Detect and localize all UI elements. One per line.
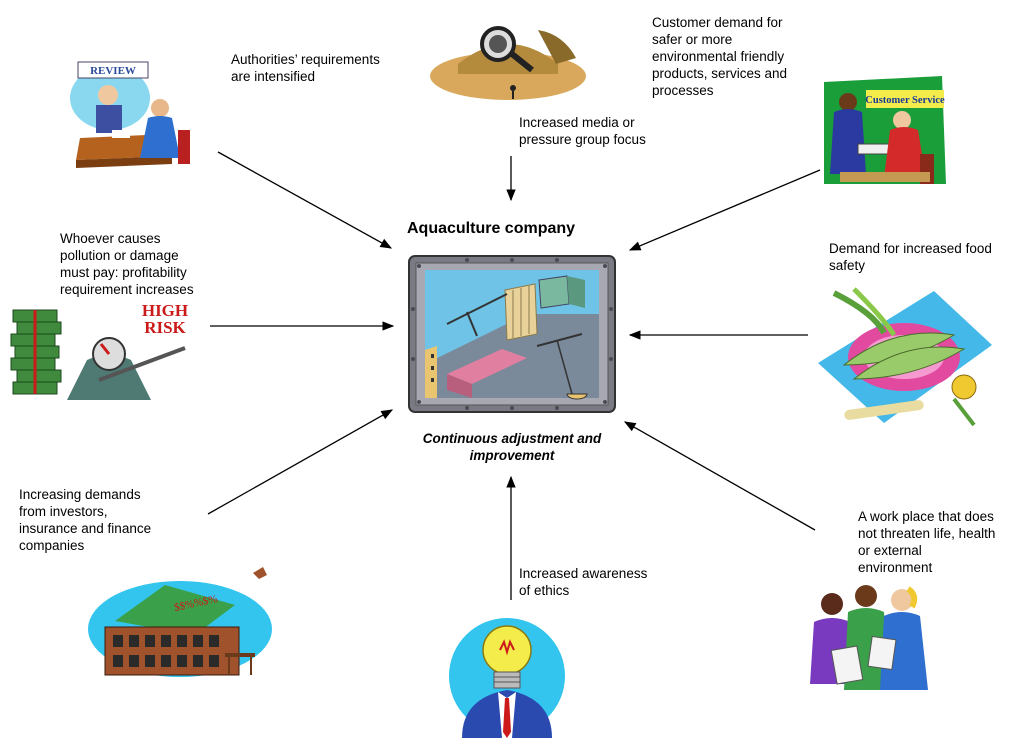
fish-plate-icon <box>818 287 992 427</box>
center-title: Aquaculture company <box>407 220 576 237</box>
review-meeting-icon: REVIEW <box>70 61 190 168</box>
customer-sign-text: Customer Service <box>865 95 945 106</box>
city-window-icon <box>408 255 616 413</box>
factor-customer-label: Customer demand for safer or more enviro… <box>652 15 788 98</box>
lightbulb-head-icon <box>449 618 565 738</box>
customer-service-icon: Customer Service <box>824 76 946 184</box>
magnifier-inspector-icon <box>430 26 586 100</box>
arrow-workplace <box>623 421 816 531</box>
factor-media-label: Increased media or pressure group focus <box>519 115 646 147</box>
review-sign-text: REVIEW <box>90 65 136 77</box>
arrow-investors <box>207 409 394 515</box>
factor-polluter-label: Whoever causes pollution or damage must … <box>60 231 194 297</box>
factor-investors-label: Increasing demands from investors, insur… <box>19 487 152 553</box>
center-subtitle: Continuous adjustment and improvement <box>422 431 602 463</box>
factor-food-safety-label: Demand for increased food safety <box>829 241 992 273</box>
arrow-authorities <box>217 151 393 249</box>
factor-workplace-label: A work place that does not threaten life… <box>858 509 996 575</box>
factor-authorities-label: Authorities’ requirements are intensifie… <box>231 52 380 84</box>
factor-ethics-label: Increased awareness of ethics <box>519 566 648 598</box>
finance-building-icon: $$%%$% <box>88 567 272 677</box>
workers-group-icon <box>810 585 928 690</box>
arrow-customer <box>628 169 821 251</box>
